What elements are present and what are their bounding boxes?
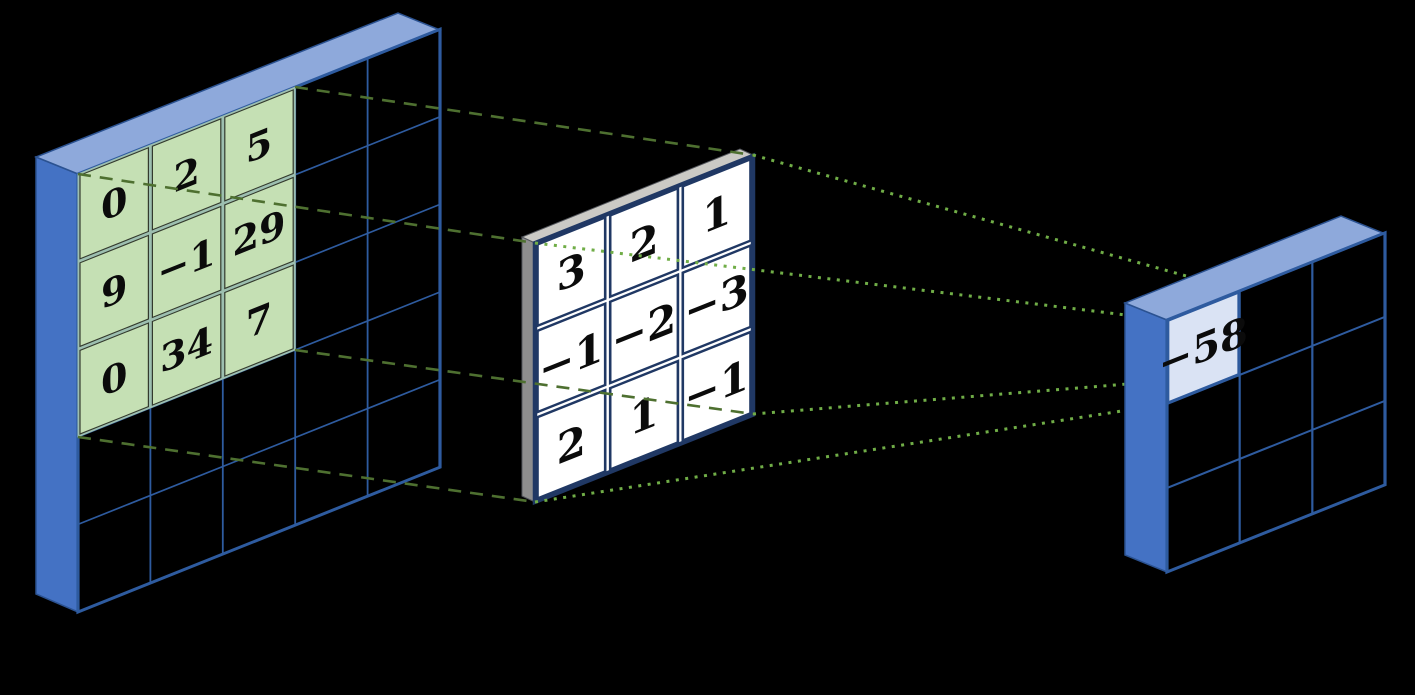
- kernel-output-projection-lines: [534, 153, 1241, 504]
- input-value: 2: [173, 148, 199, 203]
- input-left-face: [35, 155, 79, 614]
- dotted-projection-line-top-right: [752, 153, 1241, 293]
- input-cell: [79, 234, 150, 348]
- input-matrix: 0 2 5 9 −1 29 0 34 7: [33, 12, 443, 615]
- output-grid-face: −58: [1159, 230, 1387, 575]
- kernel-value: 1: [629, 386, 658, 447]
- dashed-mapping-line-bottom-right: [294, 348, 754, 416]
- input-cell: [224, 176, 294, 290]
- output-top-face: [1122, 215, 1386, 321]
- kernel-value: 3: [557, 242, 586, 303]
- input-kernel-mapping-lines: [77, 85, 754, 504]
- input-cell: [79, 322, 150, 435]
- output-grid-border: [1165, 230, 1387, 575]
- dashed-mapping-line-top-left: [77, 172, 536, 245]
- input-cell: [151, 118, 222, 231]
- kernel-cell: [608, 186, 680, 299]
- input-value: 7: [246, 294, 272, 349]
- input-cell: [79, 147, 150, 260]
- dotted-projection-line-top-left: [534, 241, 1168, 322]
- input-value: 0: [101, 177, 127, 232]
- kernel-cell: [536, 388, 607, 501]
- dashed-mapping-line-bottom-left: [77, 435, 536, 504]
- kernel-cell: [536, 301, 607, 414]
- kernel-cell: [681, 330, 752, 443]
- output-matrix: −58: [1122, 215, 1387, 575]
- output-highlight-cell: [1167, 292, 1239, 403]
- kernel-value: 2: [629, 213, 658, 274]
- input-cell: [224, 89, 294, 202]
- input-cell: [151, 205, 222, 319]
- input-value: 9: [101, 264, 127, 319]
- kernel-cell: [681, 243, 752, 356]
- kernel-cell: [608, 272, 680, 385]
- output-grid-lines: [1167, 261, 1385, 544]
- kernel-value: 1: [702, 184, 731, 245]
- input-cell: [224, 264, 294, 377]
- kernel-grid-face: 3 2 1 −1 −2 −3 2 1 −1: [532, 152, 756, 506]
- input-value: 0: [101, 352, 127, 407]
- dashed-mapping-line-top-right: [294, 85, 754, 157]
- input-value: 5: [246, 119, 272, 174]
- input-highlight-region: 0 2 5 9 −1 29 0 34 7: [77, 86, 296, 438]
- kernel-cell: [681, 157, 752, 270]
- kernel-matrix: 3 2 1 −1 −2 −3 2 1 −1: [520, 148, 756, 506]
- kernel-cell: [608, 359, 680, 472]
- input-cell: [151, 293, 222, 406]
- dotted-projection-line-bottom-left: [534, 402, 1168, 504]
- kernel-value: 2: [557, 415, 586, 476]
- input-grid-face: 0 2 5 9 −1 29 0 34 7: [76, 26, 442, 615]
